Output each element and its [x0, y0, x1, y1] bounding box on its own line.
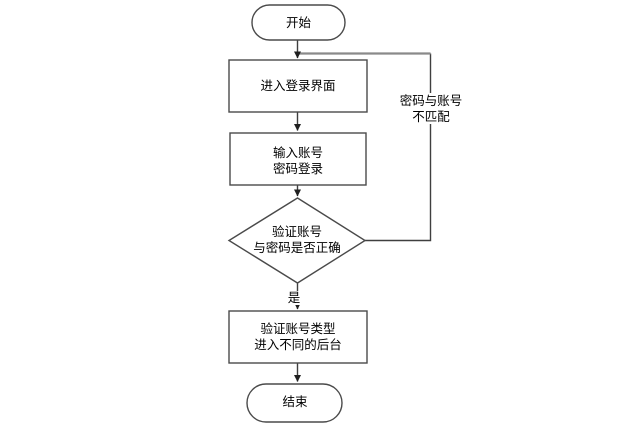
- yes-label-background: [287, 291, 302, 305]
- yes-label: 是: [288, 291, 301, 305]
- no-label-line1: 密码与账号: [400, 93, 463, 108]
- node-route-backend-line1: 验证账号类型: [260, 321, 335, 336]
- node-start-label: 开始: [286, 16, 312, 30]
- node-end: [246, 383, 343, 423]
- no-label-line2: 不匹配: [412, 110, 450, 124]
- no-label-background: [393, 93, 469, 124]
- node-verify-credentials-line1: 验证账号: [272, 224, 322, 239]
- node-end-label: 结束: [282, 395, 308, 409]
- node-enter-login: [228, 59, 368, 113]
- node-route-backend-line2: 进入不同的后台: [254, 337, 342, 352]
- node-verify-credentials: [227, 197, 367, 284]
- edge-no-branch: [365, 53, 432, 242]
- node-input-credentials: [229, 132, 367, 186]
- node-input-credentials-line1: 输入账号: [273, 145, 323, 160]
- node-verify-credentials-line2: 与密码是否正确: [253, 240, 341, 255]
- node-input-credentials-line2: 密码登录: [273, 161, 323, 176]
- node-route-backend: [228, 310, 368, 364]
- node-enter-login-label: 进入登录界面: [260, 78, 335, 93]
- node-start: [251, 4, 346, 41]
